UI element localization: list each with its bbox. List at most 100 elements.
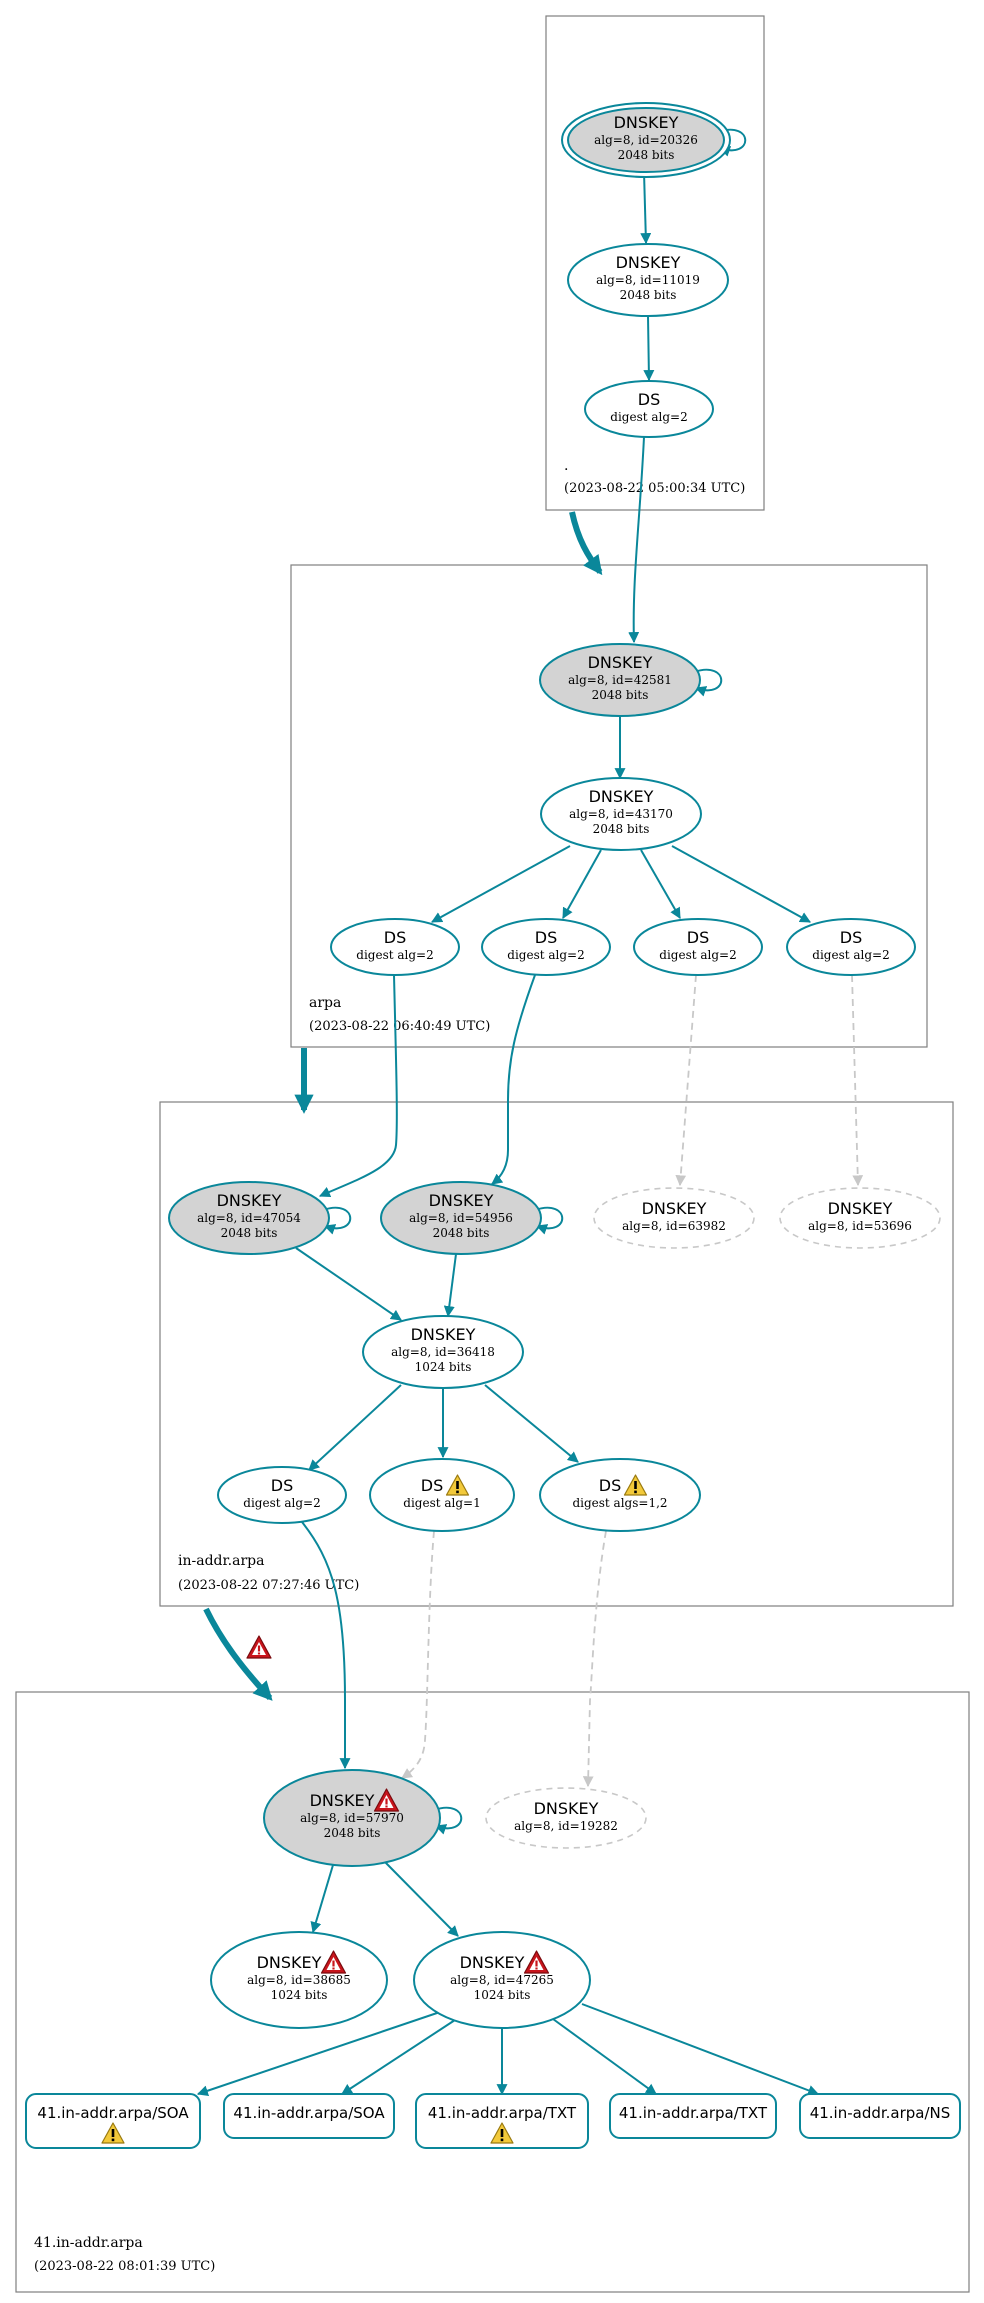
zone-timestamp: (2023-08-22 06:40:49 UTC)	[309, 1019, 490, 1034]
node-detail: digest alg=1	[403, 1496, 480, 1510]
node-title: DS	[535, 928, 557, 947]
delegation-arrow	[203, 1607, 273, 1701]
warning-icon	[623, 1474, 648, 1496]
node-shape	[584, 380, 714, 438]
signature-edge	[318, 974, 398, 1198]
signature-edge	[341, 2019, 456, 2095]
node-shape	[481, 918, 611, 976]
node-shape	[539, 643, 701, 717]
node-detail: alg=8, id=11019	[596, 273, 700, 287]
node-detail: alg=8, id=42581	[568, 673, 672, 687]
node-title: DNSKEY	[429, 1191, 494, 1210]
signature-edge	[628, 436, 645, 644]
self-signature-loop	[433, 1806, 463, 1835]
node-shape	[369, 1458, 515, 1532]
node-detail: alg=8, id=57970	[300, 1811, 404, 1825]
node-shape	[539, 1458, 701, 1532]
self-signature-loop	[693, 668, 723, 697]
node-shape	[263, 1769, 441, 1867]
node-shape	[593, 1187, 755, 1249]
signature-edge	[640, 171, 652, 245]
signature-edge	[581, 2003, 820, 2096]
node-detail: digest alg=2	[507, 948, 584, 962]
node-title: DNSKEY	[217, 1191, 282, 1210]
rrset-node-rr1[interactable]: 41.in-addr.arpa/SOA	[25, 2093, 201, 2149]
error-icon	[373, 1788, 400, 1812]
node-title: DS	[599, 1476, 621, 1495]
dashed-edge	[401, 1530, 435, 1779]
node-detail: 2048 bits	[221, 1226, 278, 1240]
signature-edge	[308, 1384, 402, 1471]
node-detail: alg=8, id=54956	[409, 1211, 513, 1225]
node-detail: 1024 bits	[271, 1988, 328, 2002]
node-detail: 2048 bits	[324, 1826, 381, 1840]
node-title: DS	[687, 928, 709, 947]
signature-edge	[640, 849, 681, 919]
error-icon	[320, 1950, 347, 1974]
self-signature-loop	[534, 1206, 564, 1235]
self-signature-loop	[322, 1206, 352, 1235]
node-title: DS	[840, 928, 862, 947]
zone-box	[159, 1101, 954, 1607]
node-detail: 2048 bits	[433, 1226, 490, 1240]
signature-edge	[671, 845, 811, 923]
node-detail: alg=8, id=53696	[808, 1219, 912, 1233]
node-title: DNSKEY	[460, 1953, 525, 1972]
delegation-arrow	[569, 511, 603, 576]
node-detail: digest alg=2	[610, 410, 687, 424]
warning-icon	[101, 2122, 125, 2144]
node-detail: alg=8, id=47265	[450, 1973, 554, 1987]
node-detail: 2048 bits	[618, 148, 675, 162]
node-detail: alg=8, id=36418	[391, 1345, 495, 1359]
node-detail: 2048 bits	[620, 288, 677, 302]
dashed-edge	[582, 1530, 607, 1788]
node-shape	[567, 243, 729, 317]
zone-timestamp: (2023-08-22 08:01:39 UTC)	[34, 2259, 215, 2274]
zone-name: arpa	[309, 995, 341, 1011]
rrset-node-rr5[interactable]: 41.in-addr.arpa/NS	[799, 2093, 961, 2139]
node-detail: 2048 bits	[593, 822, 650, 836]
node-title: DS	[421, 1476, 443, 1495]
node-title: DNSKEY	[614, 113, 679, 132]
node-detail: alg=8, id=63982	[622, 1219, 726, 1233]
signature-edge	[562, 849, 602, 919]
warning-icon	[490, 2122, 514, 2144]
rrset-node-rr3[interactable]: 41.in-addr.arpa/TXT	[415, 2093, 589, 2149]
node-title: DNSKEY	[589, 787, 654, 806]
node-title: DS	[384, 928, 406, 947]
signature-edge	[310, 1864, 334, 1934]
node-detail: alg=8, id=38685	[247, 1973, 351, 1987]
signature-edge	[443, 1253, 457, 1318]
node-shape	[210, 1931, 388, 2029]
node-shape	[168, 1181, 330, 1255]
node-detail: digest alg=2	[659, 948, 736, 962]
rrset-node-rr2[interactable]: 41.in-addr.arpa/SOA	[223, 2093, 395, 2139]
rrset-node-rr4[interactable]: 41.in-addr.arpa/TXT	[609, 2093, 777, 2139]
rrset-label: 41.in-addr.arpa/SOA	[233, 2104, 385, 2122]
node-title: DNSKEY	[411, 1325, 476, 1344]
node-detail: 2048 bits	[592, 688, 649, 702]
node-shape	[380, 1181, 542, 1255]
signature-edge	[484, 1384, 579, 1463]
